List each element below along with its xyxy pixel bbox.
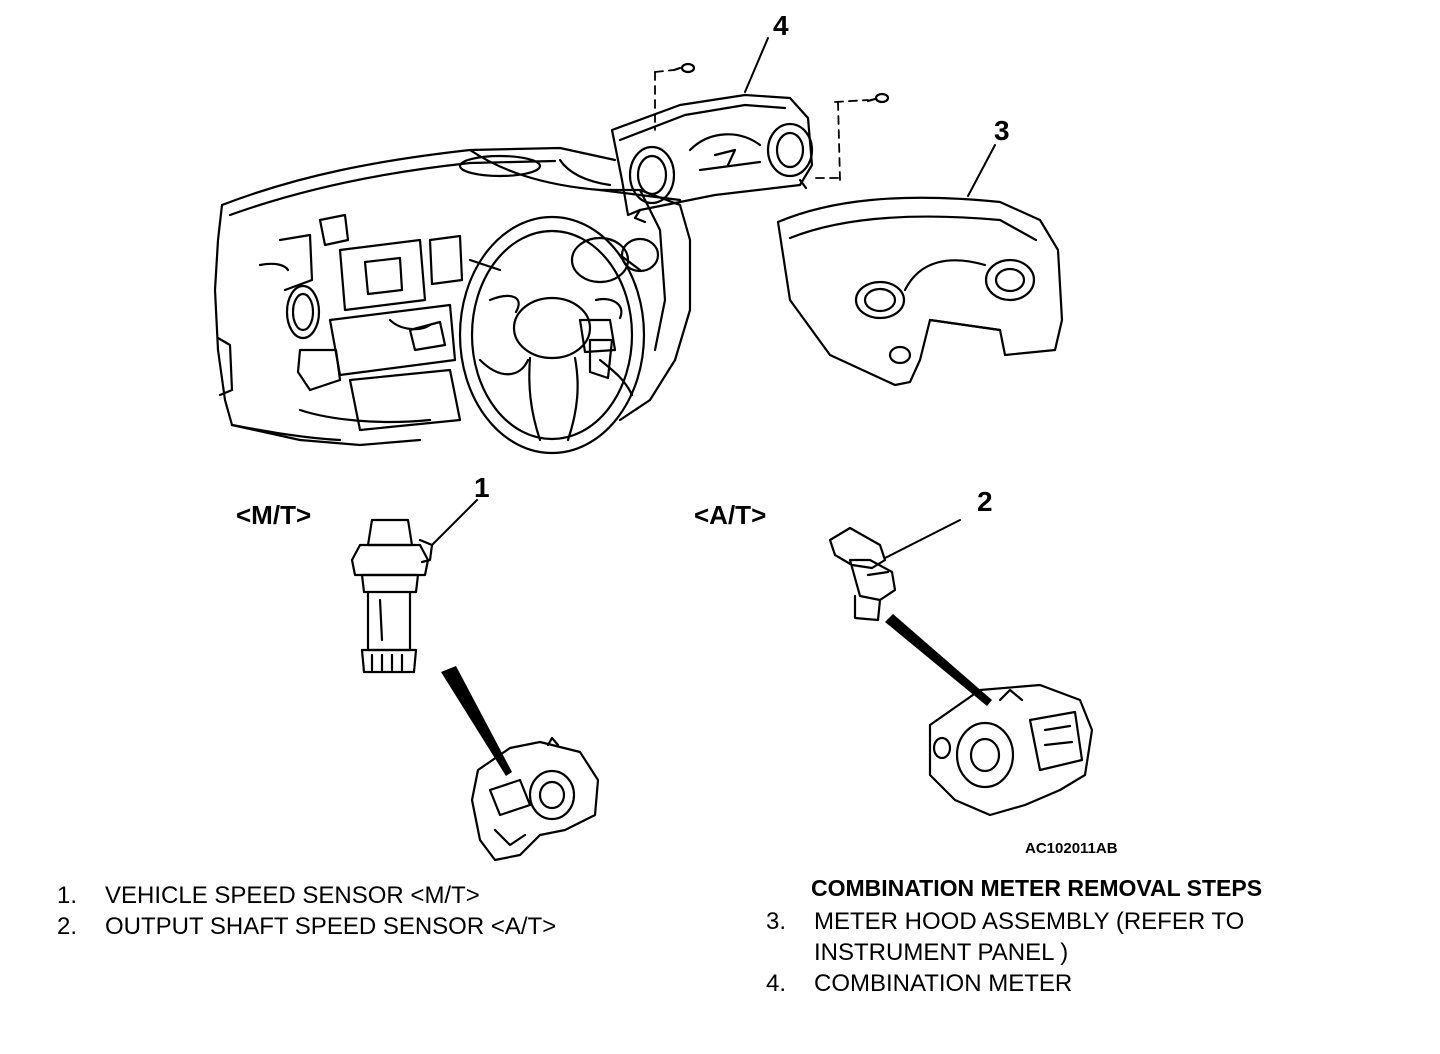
removal-step-number: 3. xyxy=(766,908,787,935)
legend-item-number: 1. xyxy=(57,882,78,909)
removal-step: 4. COMBINATION METER xyxy=(766,968,1386,999)
combination-meter-illustration xyxy=(610,62,890,224)
callout-number-1: 1 xyxy=(474,472,490,503)
legend-item: 1. VEHICLE SPEED SENSOR <M/T> xyxy=(57,880,677,911)
meter-hood-illustration xyxy=(776,196,1064,387)
location-pointers xyxy=(441,614,992,776)
legend-item: 2. OUTPUT SHAFT SPEED SENSOR <A/T> xyxy=(57,911,677,942)
callout-number-3: 3 xyxy=(994,115,1010,146)
callout-number-4: 4 xyxy=(773,10,789,41)
legend-item-text: VEHICLE SPEED SENSOR <M/T> xyxy=(105,882,480,909)
callout-number-2: 2 xyxy=(977,486,993,517)
screw-lines xyxy=(654,69,869,181)
automatic-transaxle-illustration xyxy=(928,683,1094,817)
legend-item-number: 2. xyxy=(57,913,78,940)
removal-steps-heading: COMBINATION METER REMOVAL STEPS xyxy=(811,875,1263,901)
legend-item-text: OUTPUT SHAFT SPEED SENSOR <A/T> xyxy=(105,913,557,940)
dashboard-illustration xyxy=(213,146,692,455)
variant-label-mt: <M/T> xyxy=(236,500,312,530)
removal-step-line: METER HOOD ASSEMBLY (REFER TO xyxy=(814,908,1245,935)
leader-lines xyxy=(431,37,996,559)
manual-transaxle-illustration xyxy=(470,736,600,862)
removal-steps-list: 3. METER HOOD ASSEMBLY (REFER TO INSTRUM… xyxy=(766,906,1386,999)
sensor-legend: 1. VEHICLE SPEED SENSOR <M/T> 2. OUTPUT … xyxy=(57,880,677,942)
removal-step-line: COMBINATION METER xyxy=(814,970,1073,997)
figure-code: AC102011AB xyxy=(1025,840,1118,857)
output-shaft-sensor-illustration xyxy=(828,526,897,622)
variant-label-at: <A/T> xyxy=(694,500,767,530)
removal-step: 3. METER HOOD ASSEMBLY (REFER TO INSTRUM… xyxy=(766,906,1386,968)
removal-step-line: INSTRUMENT PANEL ) xyxy=(814,939,1069,966)
vehicle-speed-sensor-illustration xyxy=(350,518,434,674)
removal-step-number: 4. xyxy=(766,970,787,997)
